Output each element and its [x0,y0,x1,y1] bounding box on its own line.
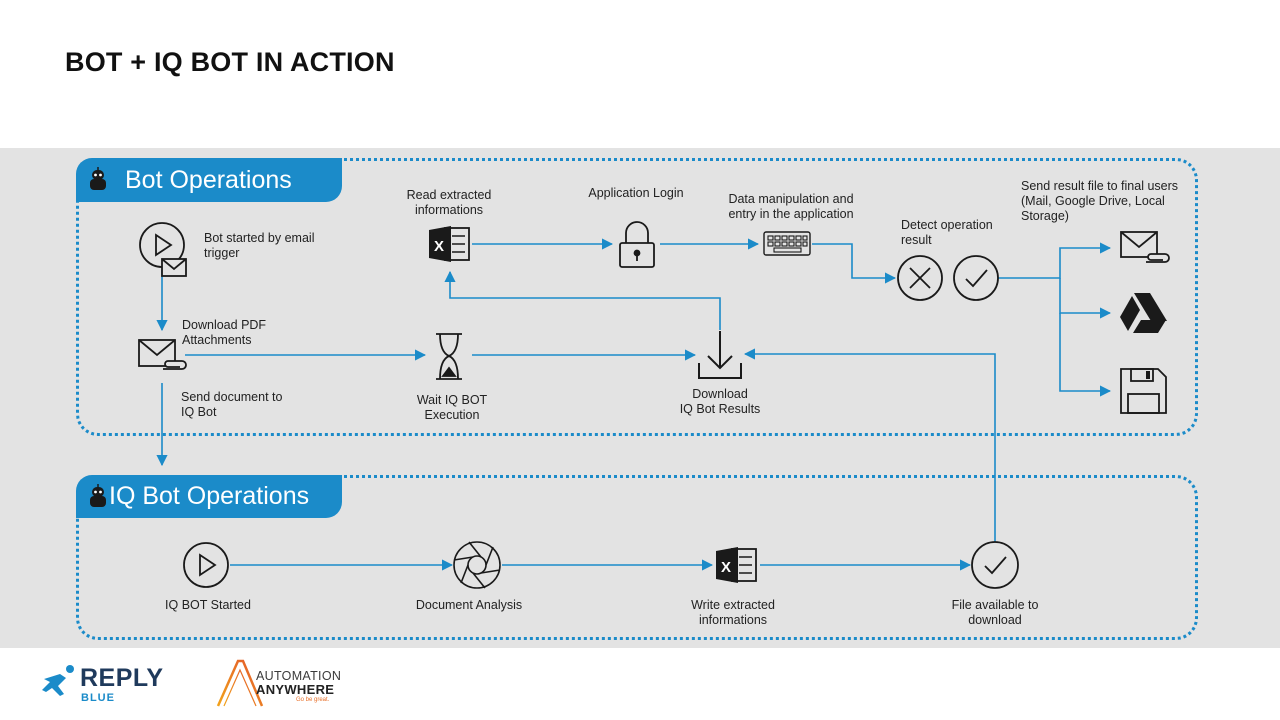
bot-operations-heading: Bot Operations [125,165,292,194]
label-send-result: Send result file to final users (Mail, G… [1021,179,1178,224]
label-line: Data manipulation and [728,192,854,206]
label-line: Execution [424,408,480,422]
label-app-login: Application Login [576,186,696,201]
label-line: Attachments [182,333,252,347]
label-line: (Mail, Google Drive, Local [1021,194,1165,208]
iq-bot-operations-heading: IQ Bot Operations [109,482,310,510]
label-email-trigger: Bot started by email trigger [204,231,314,261]
label-line: Storage) [1021,209,1069,223]
label-line: informations [698,613,768,627]
iq-bot-operations-panel [76,475,1198,640]
label-line: Document Analysis [415,598,523,612]
label-line: Download PDF [182,318,267,332]
automation-anywhere-line1: AUTOMATION [256,669,342,683]
label-line: informations [414,203,484,217]
label-wait-execution: Wait IQ BOT Execution [392,393,512,423]
automation-anywhere-line2: ANYWHERE [256,682,335,697]
label-line: IQ Bot Results [679,402,761,416]
label-download-results: Download IQ Bot Results [660,387,780,417]
label-line: Wait IQ BOT [416,393,488,407]
automation-anywhere-logo-icon [216,659,264,707]
label-send-document: Send document to IQ Bot [181,390,282,420]
label-line: Write extracted [691,598,775,612]
label-line: Detect operation [901,218,993,232]
label-line: IQ Bot [181,405,217,419]
reply-logo-subtext: BLUE [81,692,115,704]
label-file-available: File available to download [935,598,1055,628]
label-read-extracted: Read extracted informations [389,188,509,218]
label-line: download [968,613,1022,627]
bot-operations-panel [76,158,1198,436]
robot-icon [90,167,106,190]
label-detect-result: Detect operation result [901,218,993,248]
robot-icon [90,484,106,507]
automation-anywhere-tagline: Go be great. [296,697,330,703]
label-line: IQ BOT Started [165,598,251,612]
iq-bot-operations-tab: IQ Bot Operations [76,475,342,518]
label-line: Read extracted [406,188,492,202]
label-iqbot-started: IQ BOT Started [148,598,268,613]
label-line: Application Login [588,186,684,200]
page-title: BOT + IQ BOT IN ACTION [65,47,395,77]
label-write-extracted: Write extracted informations [673,598,793,628]
label-line: Send document to [181,390,283,404]
label-line: Bot started by email [204,231,315,245]
label-document-analysis: Document Analysis [399,598,539,613]
label-line: File available to [951,598,1039,612]
label-line: result [901,233,932,247]
label-line: Download [692,387,748,401]
label-line: Send result file to final users [1021,179,1179,193]
label-line: trigger [204,246,240,260]
bot-operations-tab: Bot Operations [76,158,342,202]
label-data-entry: Data manipulation and entry in the appli… [716,192,866,222]
label-line: entry in the application [728,207,854,221]
reply-logo-text: REPLY [80,664,164,692]
reply-logo-icon [42,665,74,696]
label-download-pdf: Download PDF Attachments [182,318,266,348]
